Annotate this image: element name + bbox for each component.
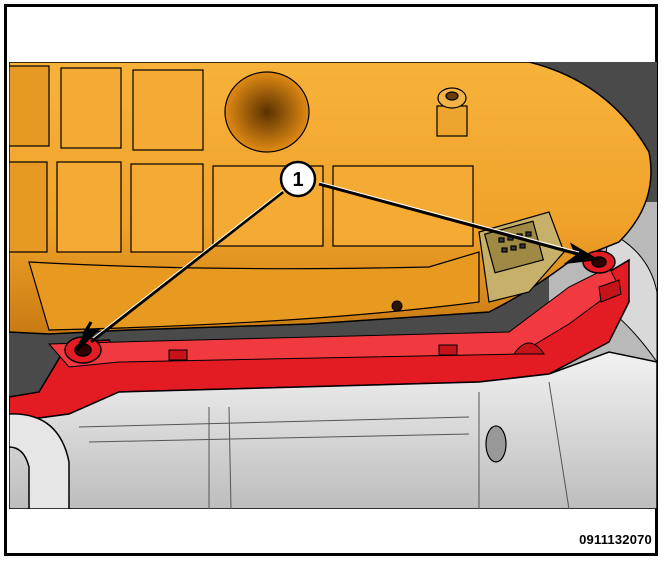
callout-number: 1	[292, 169, 303, 191]
callout-leaders-white	[92, 181, 580, 339]
engine-cover	[9, 351, 657, 509]
left-tube	[9, 413, 70, 509]
engine-illustration: 1	[9, 62, 657, 509]
bracket-details	[168, 279, 622, 361]
engine-cover-fastener	[485, 425, 507, 463]
figure-id: 0911132070	[579, 532, 652, 547]
housing-recess	[224, 71, 310, 153]
callout-leaders	[75, 182, 600, 352]
engine-cover-lines	[78, 381, 570, 509]
housing-lower-lip	[28, 251, 480, 331]
nozzle-fitting	[436, 87, 468, 137]
callout-badge: 1	[279, 160, 317, 198]
housing-ribs	[9, 65, 474, 253]
housing-bolt-hole	[391, 300, 403, 312]
